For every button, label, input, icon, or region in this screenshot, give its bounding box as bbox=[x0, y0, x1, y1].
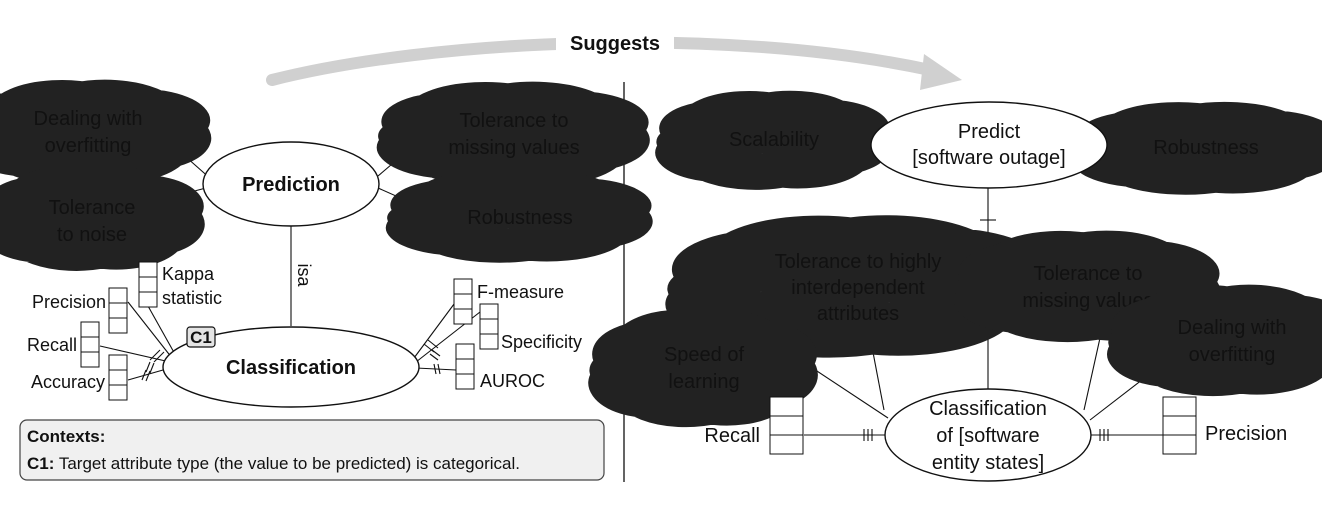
svg-text:of [software: of [software bbox=[936, 425, 1039, 447]
svg-text:missing values: missing values bbox=[1022, 290, 1153, 312]
svg-text:F-measure: F-measure bbox=[477, 282, 564, 302]
suggests-label: Suggests bbox=[570, 33, 660, 55]
context-badge-c1: C1 bbox=[186, 326, 216, 348]
svg-text:Accuracy: Accuracy bbox=[31, 372, 105, 392]
svg-text:Prediction: Prediction bbox=[242, 174, 340, 196]
svg-text:entity states]: entity states] bbox=[932, 452, 1044, 474]
metric-auroc: AUROC bbox=[455, 343, 545, 391]
cloud-scalability: Scalability bbox=[701, 110, 846, 171]
entity-classification-left: Classification bbox=[162, 326, 420, 408]
svg-text:Predict: Predict bbox=[958, 121, 1021, 143]
isa-label: isa bbox=[294, 263, 314, 287]
svg-text:Specificity: Specificity bbox=[501, 332, 582, 352]
entity-predict-software-outage: Predict [software outage] bbox=[870, 101, 1108, 189]
svg-text:Tolerance: Tolerance bbox=[49, 197, 136, 219]
entity-classification-software-entity-states: Classification of [software entity state… bbox=[884, 388, 1092, 482]
entity-prediction: Prediction bbox=[202, 141, 380, 227]
svg-text:learning: learning bbox=[668, 371, 739, 393]
metric-f-measure: F-measure bbox=[453, 278, 564, 325]
svg-text:statistic: statistic bbox=[162, 288, 222, 308]
metric-precision-right: Precision bbox=[1162, 396, 1287, 455]
cloud-dealing-with-overfitting-right: Dealing with overfitting bbox=[1155, 306, 1307, 374]
cloud-robustness-right: Robustness bbox=[1123, 120, 1287, 177]
svg-text:Classification: Classification bbox=[226, 357, 356, 379]
svg-text:Dealing with: Dealing with bbox=[34, 108, 143, 130]
metric-precision-left: Precision bbox=[32, 287, 128, 334]
svg-text:Kappa: Kappa bbox=[162, 264, 215, 284]
svg-text:Classification: Classification bbox=[929, 398, 1047, 420]
metric-recall-left: Recall bbox=[27, 321, 100, 368]
svg-text:[software outage]: [software outage] bbox=[912, 147, 1065, 169]
svg-text:to noise: to noise bbox=[57, 224, 127, 246]
suggests-arrow: Suggests bbox=[266, 30, 962, 90]
svg-text:interdependent: interdependent bbox=[791, 277, 925, 299]
svg-text:overfitting: overfitting bbox=[1189, 344, 1276, 366]
svg-text:Recall: Recall bbox=[27, 335, 77, 355]
svg-text:missing values: missing values bbox=[448, 137, 579, 159]
cloud-tolerance-to-interdependent-attributes: Tolerance to highly interdependent attri… bbox=[740, 243, 976, 330]
metric-accuracy: Accuracy bbox=[31, 354, 128, 401]
context-c1-line: C1: Target attribute type (the value to … bbox=[27, 454, 520, 473]
svg-text:Precision: Precision bbox=[1205, 423, 1287, 445]
cloud-dealing-with-overfitting-left: Dealing with overfitting bbox=[11, 100, 163, 164]
svg-text:Speed of: Speed of bbox=[664, 344, 745, 366]
svg-text:AUROC: AUROC bbox=[480, 371, 545, 391]
cloud-robustness-left: Robustness bbox=[437, 188, 601, 245]
metric-kappa-statistic: Kappa statistic bbox=[138, 261, 222, 308]
cloud-tolerance-to-missing-values-left: Tolerance to missing values bbox=[430, 102, 597, 166]
svg-text:Tolerance to: Tolerance to bbox=[460, 110, 569, 132]
contexts-title: Contexts: bbox=[27, 427, 105, 446]
svg-text:attributes: attributes bbox=[817, 303, 899, 325]
cloud-tolerance-to-noise: Tolerance to noise bbox=[25, 186, 162, 250]
metric-recall-right: Recall bbox=[704, 396, 804, 455]
svg-text:Scalability: Scalability bbox=[729, 129, 819, 151]
svg-text:Recall: Recall bbox=[704, 425, 760, 447]
svg-text:Robustness: Robustness bbox=[1153, 137, 1259, 159]
contexts-box: Contexts: C1: Target attribute type (the… bbox=[19, 419, 605, 481]
cloud-tolerance-to-missing-values-right: Tolerance to missing values bbox=[1005, 252, 1169, 320]
svg-text:Tolerance to highly: Tolerance to highly bbox=[775, 251, 942, 273]
metric-specificity: Specificity bbox=[479, 303, 582, 352]
svg-text:Precision: Precision bbox=[32, 292, 106, 312]
svg-text:overfitting: overfitting bbox=[45, 135, 132, 157]
svg-text:C1: C1 bbox=[190, 328, 212, 347]
svg-text:Tolerance to: Tolerance to bbox=[1034, 263, 1143, 285]
svg-text:Dealing with: Dealing with bbox=[1178, 317, 1287, 339]
svg-text:Robustness: Robustness bbox=[467, 207, 573, 229]
cloud-speed-of-learning: Speed of learning bbox=[633, 332, 774, 404]
